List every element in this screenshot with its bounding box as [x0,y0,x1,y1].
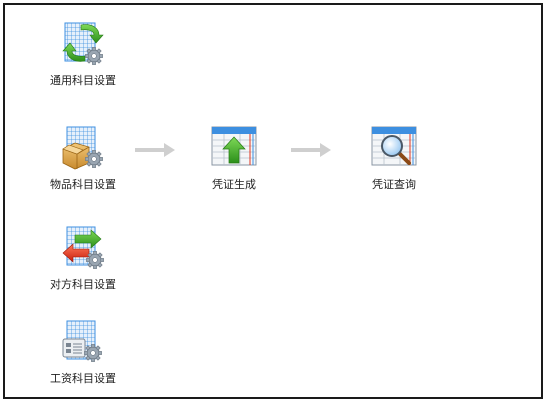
salary-ledger-icon [62,320,102,363]
voucher-search-icon [371,126,417,166]
tile-label: 通用科目设置 [50,74,116,87]
exchange-ledger-icon [62,226,104,270]
tile-label: 凭证生成 [212,178,256,191]
box-ledger-icon [62,126,103,170]
voucher-generate-icon [211,126,257,166]
tile-label: 对方科目设置 [50,278,116,291]
module-panel: 通用科目设置 物品科目设置 [3,3,543,399]
tile-label: 物品科目设置 [50,178,116,191]
tile-general-account-settings[interactable]: 通用科目设置 [50,19,116,89]
tile-label: 工资科目设置 [50,372,116,385]
tile-item-account-settings[interactable]: 物品科目设置 [50,123,116,193]
tile-voucher-generation[interactable]: 凭证生成 [210,123,258,193]
tile-voucher-query[interactable]: 凭证查询 [370,123,418,193]
tile-label: 凭证查询 [372,178,416,191]
sync-ledger-icon [62,22,104,65]
tile-contra-account-settings[interactable]: 对方科目设置 [50,223,116,293]
tile-salary-account-settings[interactable]: 工资科目设置 [50,317,116,387]
flow-arrow-icon [291,143,331,157]
flow-arrow-icon [135,143,175,157]
